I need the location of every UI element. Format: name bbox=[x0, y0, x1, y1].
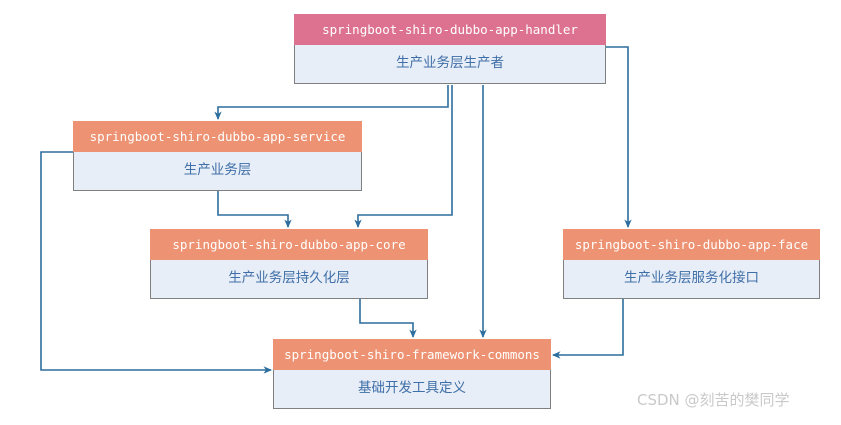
node-app-service-subtitle: 生产业务层 bbox=[73, 152, 362, 191]
node-framework-commons[interactable]: springboot-shiro-framework-commons 基础开发工… bbox=[273, 339, 551, 409]
node-app-service[interactable]: springboot-shiro-dubbo-app-service 生产业务层 bbox=[73, 121, 362, 191]
node-framework-commons-subtitle: 基础开发工具定义 bbox=[273, 370, 551, 409]
node-app-handler[interactable]: springboot-shiro-dubbo-app-handler 生产业务层… bbox=[294, 14, 606, 84]
node-app-service-title: springboot-shiro-dubbo-app-service bbox=[73, 121, 362, 152]
node-app-core-subtitle: 生产业务层持久化层 bbox=[150, 260, 428, 299]
node-app-face-subtitle: 生产业务层服务化接口 bbox=[563, 260, 820, 299]
node-app-core-title: springboot-shiro-dubbo-app-core bbox=[150, 229, 428, 260]
edge-handler-to-face bbox=[606, 46, 632, 228]
edge-handler-to-core bbox=[354, 85, 453, 228]
node-app-core[interactable]: springboot-shiro-dubbo-app-core 生产业务层持久化… bbox=[150, 229, 428, 299]
node-app-handler-subtitle: 生产业务层生产者 bbox=[294, 45, 606, 84]
watermark-text: CSDN @刻苦的樊同学 bbox=[637, 391, 790, 409]
edge-handler-to-service bbox=[214, 85, 449, 120]
node-app-face-title: springboot-shiro-dubbo-app-face bbox=[563, 229, 820, 260]
node-app-face[interactable]: springboot-shiro-dubbo-app-face 生产业务层服务化… bbox=[563, 229, 820, 299]
node-app-handler-title: springboot-shiro-dubbo-app-handler bbox=[294, 14, 606, 45]
node-framework-commons-title: springboot-shiro-framework-commons bbox=[273, 339, 551, 370]
